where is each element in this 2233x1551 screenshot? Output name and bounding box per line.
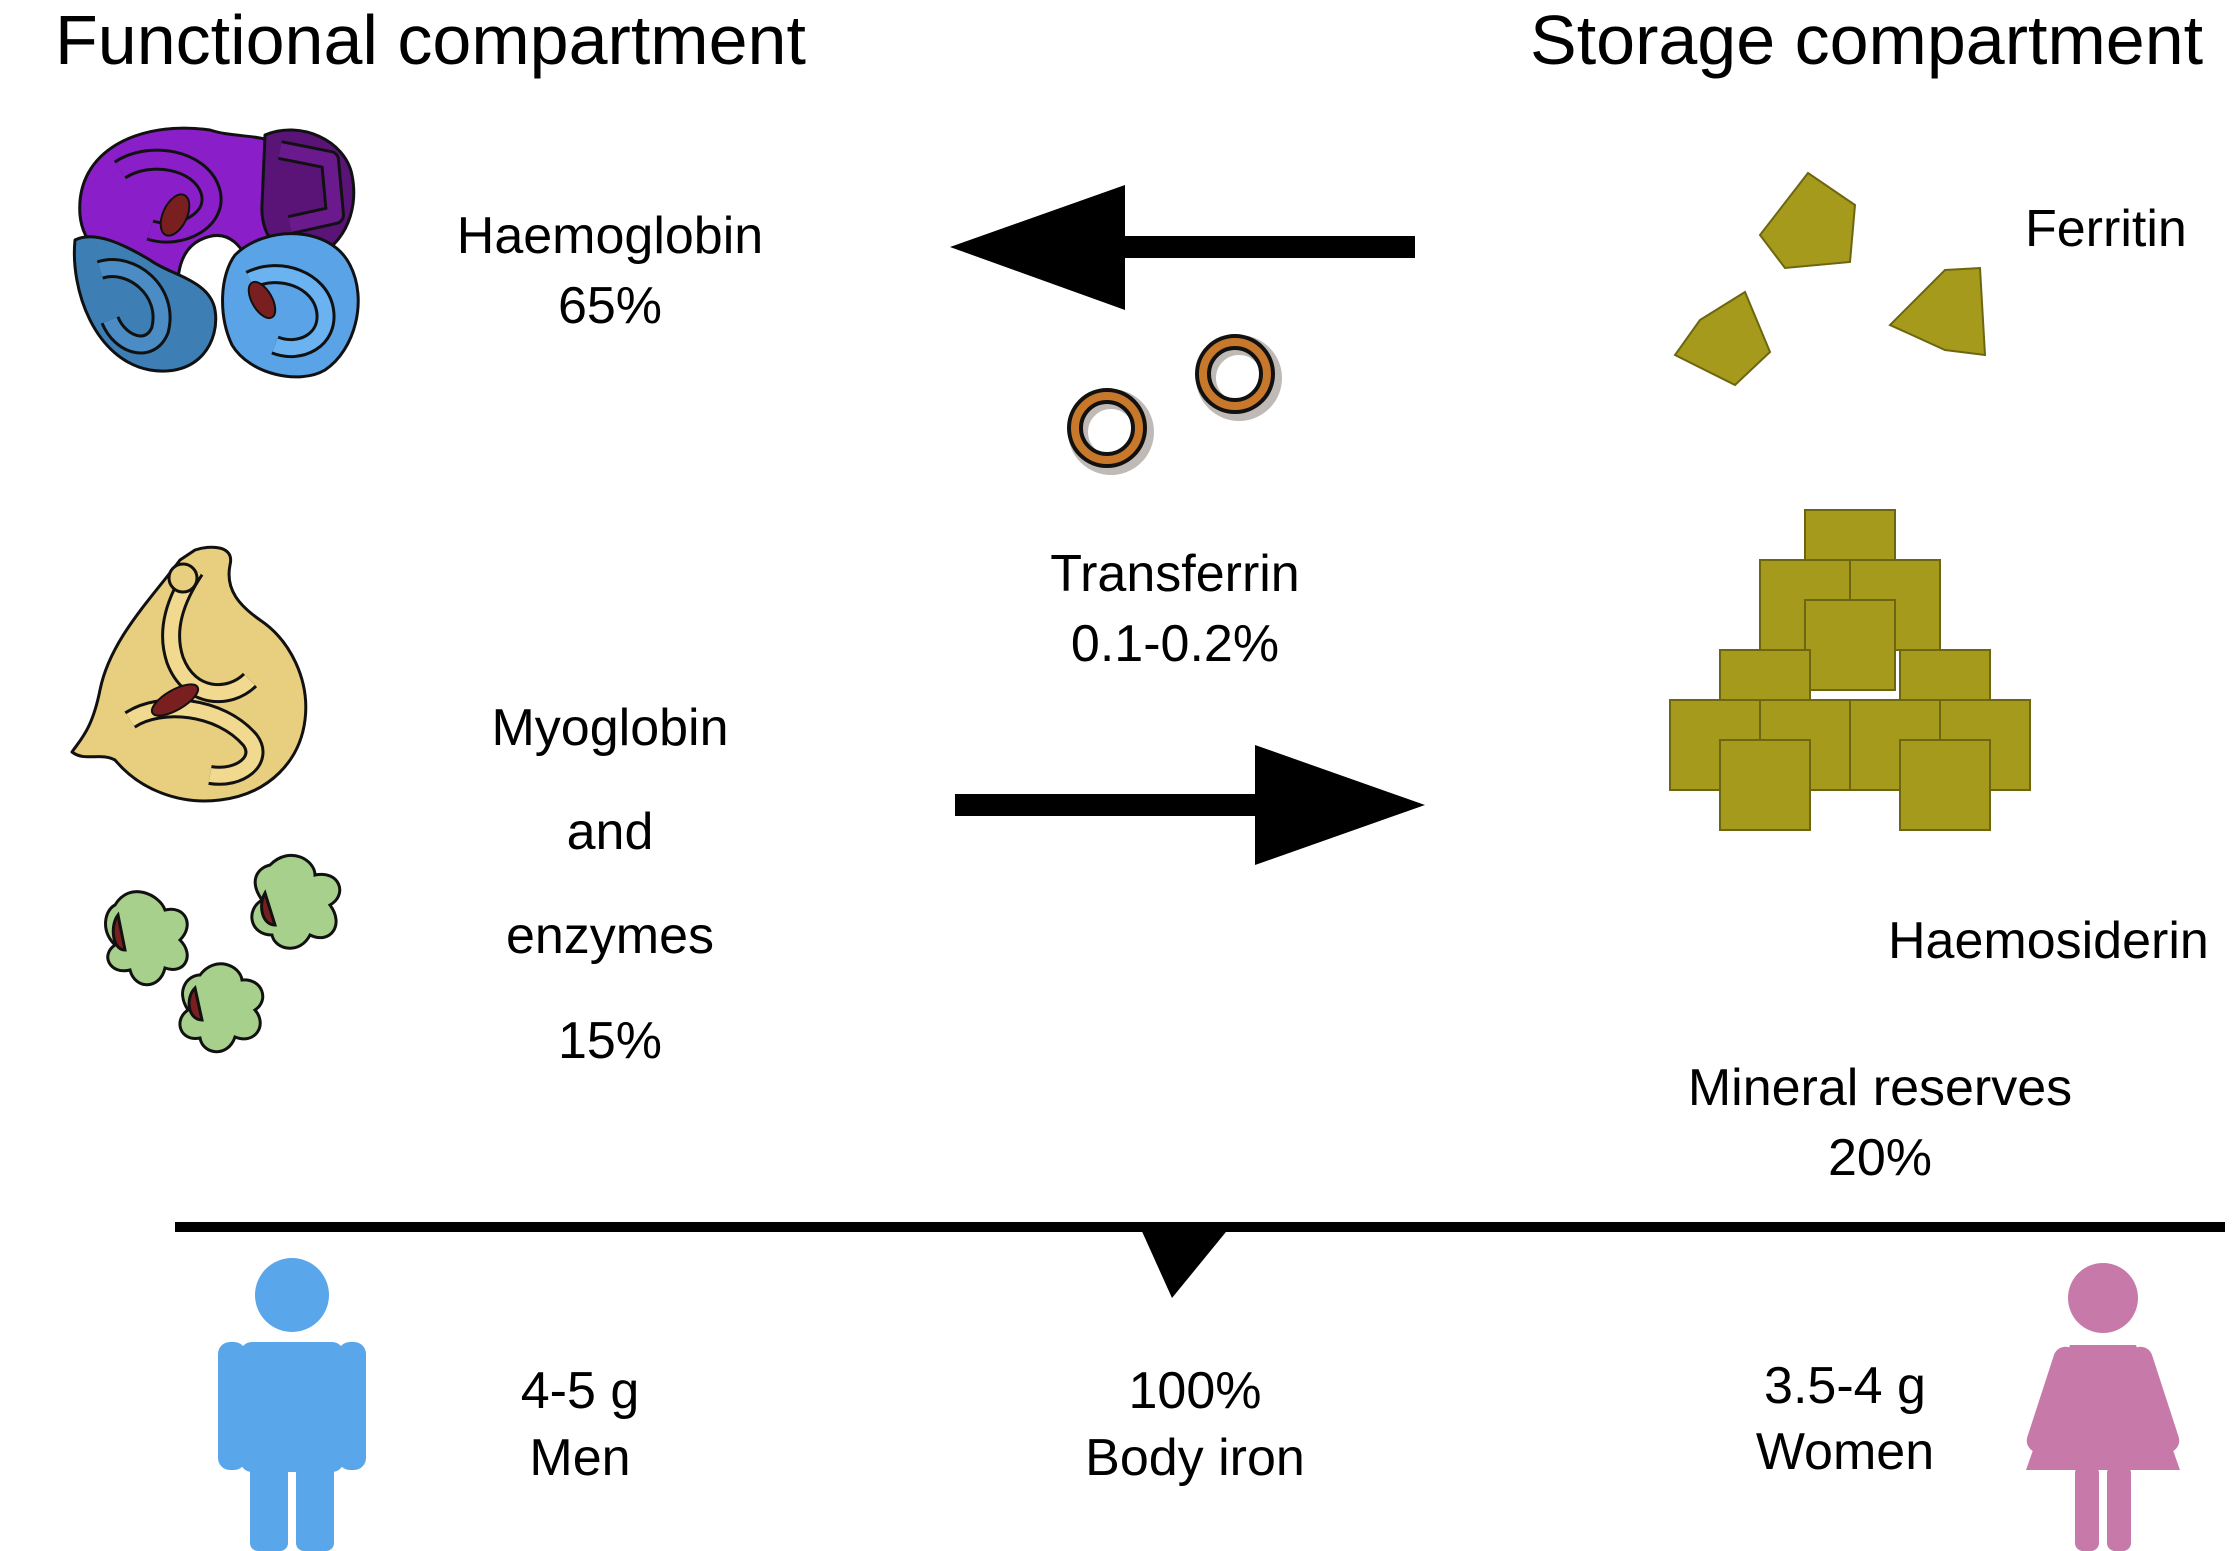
women-amount: 3.5-4 g — [1764, 1357, 1926, 1415]
enzyme-icon — [104, 853, 342, 1054]
transferrin-label: Transferrin — [1050, 545, 1300, 603]
woman-icon — [2026, 1263, 2180, 1551]
haemoglobin-protein-icon — [72, 126, 360, 379]
haemoglobin-label: Haemoglobin — [456, 207, 764, 265]
body-iron-baseline — [175, 1222, 2225, 1298]
arrow-to-storage — [955, 745, 1425, 865]
men-amount: 4-5 g — [520, 1362, 640, 1420]
myoglobin-label: Myoglobin — [491, 699, 729, 757]
body-iron-percent: 100% — [1128, 1362, 1262, 1420]
haemoglobin-percent: 65% — [557, 277, 663, 335]
transferrin-ring-icon — [1067, 334, 1282, 475]
mineral-reserves-label: Mineral reserves — [1687, 1059, 2073, 1117]
man-icon — [218, 1258, 366, 1551]
body-iron-label: Body iron — [1085, 1429, 1305, 1487]
men-label: Men — [529, 1429, 631, 1487]
ferritin-label: Ferritin — [2025, 200, 2187, 258]
myoglobin-and-label: and — [566, 803, 654, 861]
haemosiderin-cluster-icon — [1669, 509, 2031, 831]
transferrin-percent: 0.1-0.2% — [1070, 615, 1280, 673]
myoglobin-protein-icon — [70, 545, 308, 803]
myoglobin-percent: 15% — [557, 1012, 663, 1070]
arrow-to-functional — [950, 185, 1415, 310]
storage-compartment-title: Storage compartment — [1530, 1, 2204, 79]
enzymes-label: enzymes — [505, 907, 715, 965]
women-label: Women — [1755, 1423, 1935, 1481]
ferritin-icon — [1673, 171, 1987, 387]
functional-compartment-title: Functional compartment — [55, 1, 806, 79]
mineral-reserves-percent: 20% — [1827, 1129, 1933, 1187]
haemosiderin-label: Haemosiderin — [1888, 912, 2209, 970]
